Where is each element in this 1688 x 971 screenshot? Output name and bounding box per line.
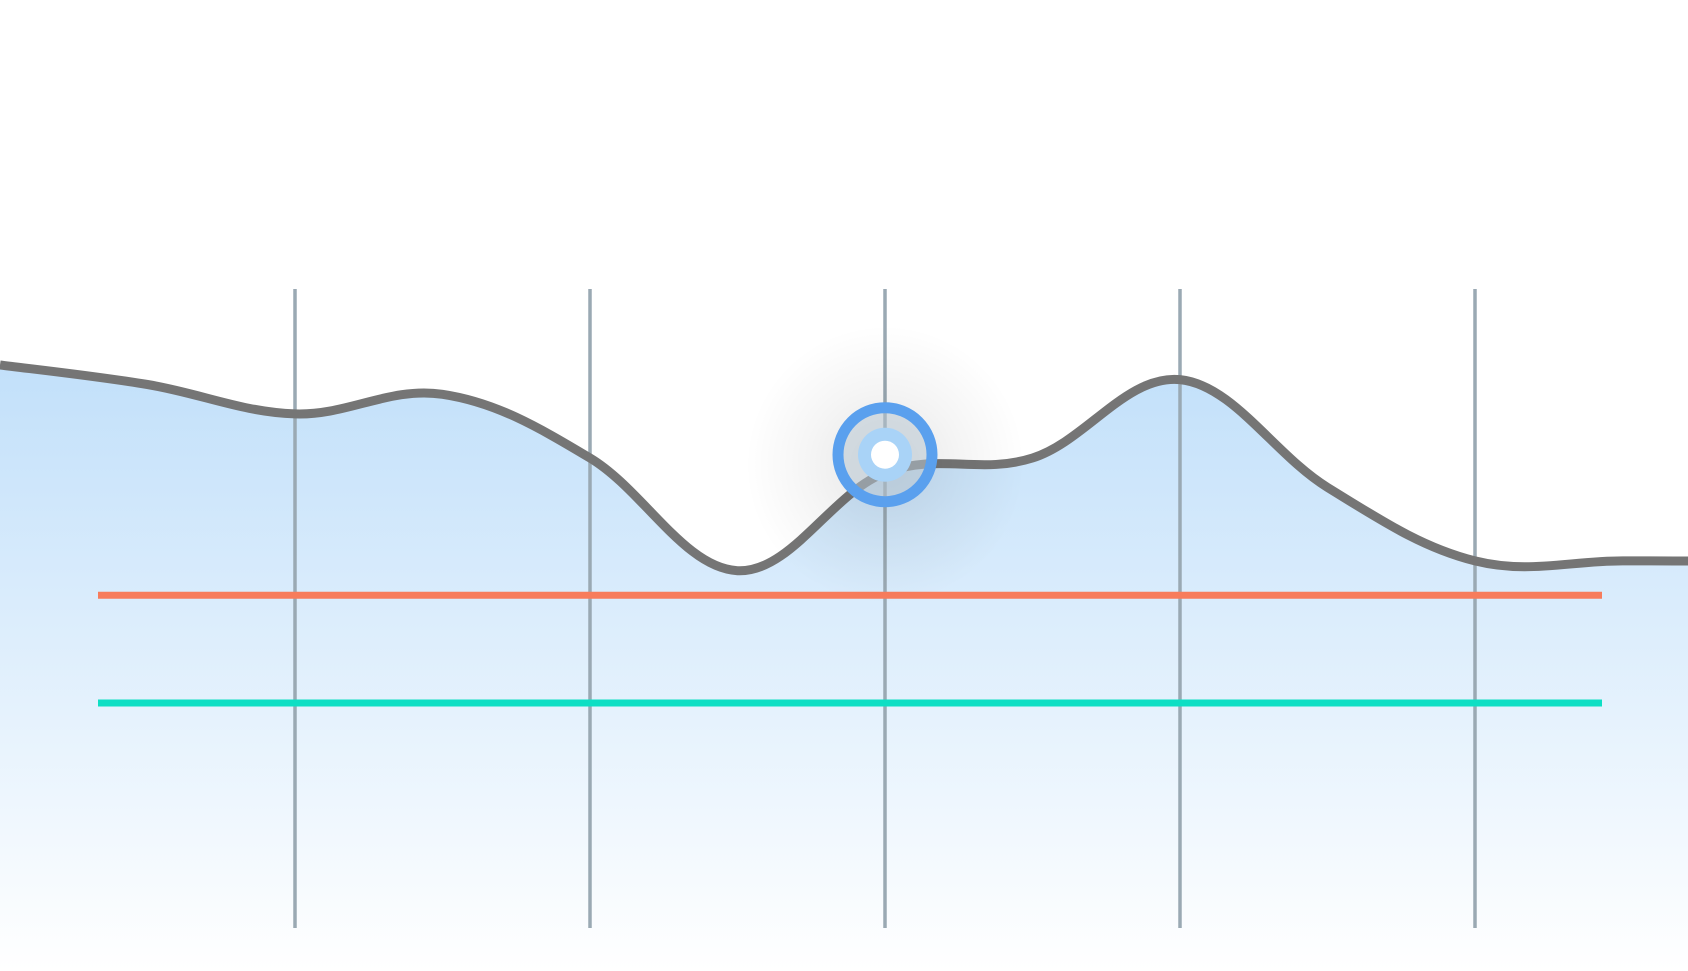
highlight-center xyxy=(871,440,899,469)
series-area-fill xyxy=(0,364,1688,971)
